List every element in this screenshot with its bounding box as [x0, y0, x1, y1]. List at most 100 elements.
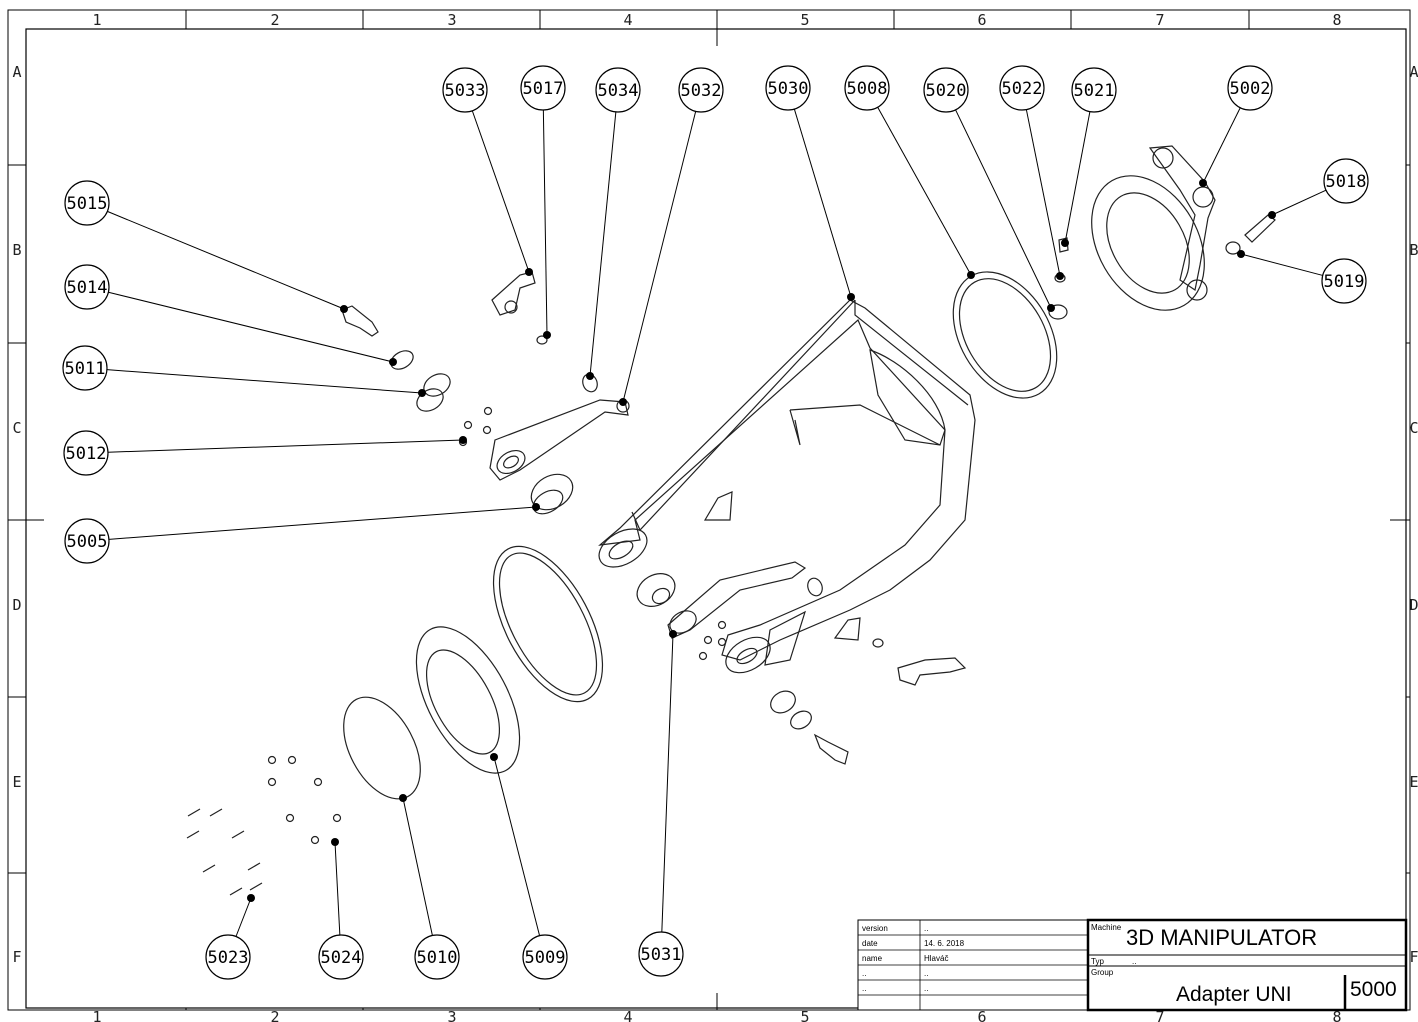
leader-dot-5034	[586, 372, 594, 380]
tb-row-value-4: ..	[924, 984, 928, 993]
leader-5002	[1202, 107, 1241, 184]
leader-dot-5032	[619, 398, 627, 406]
balloon-label-5015: 5015	[67, 194, 108, 214]
balloon-5008: 5008	[844, 65, 890, 111]
balloon-5033: 5033	[442, 67, 488, 113]
balloon-label-5014: 5014	[67, 278, 108, 298]
zone-col-top-8: 8	[1332, 11, 1341, 29]
balloon-label-5021: 5021	[1074, 81, 1115, 101]
zone-col-top-2: 2	[270, 11, 279, 29]
zone-col-top-1: 1	[92, 11, 101, 29]
leader-5009	[493, 756, 541, 936]
zone-row-right-A: A	[1409, 63, 1418, 81]
leader-dot-5030	[847, 293, 855, 301]
outer-frame	[7, 9, 1411, 1011]
leader-dot-5031	[669, 630, 677, 638]
balloon-5012: 5012	[63, 430, 109, 476]
leader-5030	[793, 108, 852, 298]
balloon-5031: 5031	[638, 931, 684, 977]
balloon-label-5005: 5005	[67, 532, 108, 552]
leader-dot-5010	[399, 794, 407, 802]
tb-row-key-3: ..	[862, 969, 866, 978]
balloon-label-5010: 5010	[417, 948, 458, 968]
leader-dot-5022	[1056, 272, 1064, 280]
zone-grid	[8, 10, 1410, 1010]
balloon-label-5009: 5009	[525, 948, 566, 968]
balloon-label-5024: 5024	[321, 948, 362, 968]
balloon-5020: 5020	[923, 67, 969, 113]
inner-frame	[25, 28, 1407, 1009]
tb-row-value-2: Hlaváč	[924, 954, 948, 963]
balloon-label-5030: 5030	[768, 79, 809, 99]
leader-dot-5020	[1047, 304, 1055, 312]
leader-dot-5017	[543, 331, 551, 339]
zone-col-top-3: 3	[447, 11, 456, 29]
tb-row-value-0: ..	[924, 924, 928, 933]
balloon-5010: 5010	[414, 934, 460, 980]
leader-dot-5009	[490, 753, 498, 761]
zone-row-right-F: F	[1409, 948, 1418, 966]
zone-row-left-F: F	[12, 948, 21, 966]
leader-dot-5008	[967, 271, 975, 279]
balloon-label-5034: 5034	[598, 81, 639, 101]
zone-col-bottom-8: 8	[1332, 1008, 1341, 1022]
tb-row-key-2: name	[862, 954, 883, 963]
balloon-label-5020: 5020	[926, 81, 967, 101]
leader-5014	[108, 291, 394, 363]
balloon-label-5008: 5008	[847, 79, 888, 99]
balloon-label-5022: 5022	[1002, 79, 1043, 99]
zone-col-bottom-6: 6	[977, 1008, 986, 1022]
balloon-label-5012: 5012	[66, 444, 107, 464]
balloon-5002: 5002	[1227, 65, 1273, 111]
balloon-5034: 5034	[595, 67, 641, 113]
main-frame-part	[598, 299, 976, 674]
leader-dot-5002	[1199, 179, 1207, 187]
balloon-5017: 5017	[520, 65, 566, 111]
balloon-label-5002: 5002	[1230, 79, 1271, 99]
machine-label: Machine	[1091, 923, 1122, 932]
leader-dot-5015	[340, 305, 348, 313]
zone-col-bottom-7: 7	[1155, 1008, 1164, 1022]
leader-dot-5024	[331, 838, 339, 846]
leader-dot-5023	[247, 894, 255, 902]
leader-dot-5014	[389, 358, 397, 366]
zone-row-left-C: C	[12, 419, 21, 437]
balloon-label-5033: 5033	[445, 81, 486, 101]
part-geometry	[186, 145, 1276, 896]
balloon-label-5017: 5017	[523, 79, 564, 99]
leader-5020	[955, 109, 1052, 309]
tb-row-key-1: date	[862, 939, 878, 948]
drawing-number: 5000	[1350, 978, 1397, 1001]
zone-row-left-A: A	[12, 63, 21, 81]
leader-5017	[542, 109, 548, 336]
leader-dot-5012	[459, 436, 467, 444]
zone-row-right-B: B	[1409, 241, 1418, 259]
leader-dot-5033	[525, 268, 533, 276]
typ-label: Typ	[1091, 957, 1104, 966]
tb-row-value-1: 14. 6. 2018	[924, 939, 965, 948]
leader-5005	[108, 506, 537, 540]
leader-dot-5018	[1268, 211, 1276, 219]
balloon-label-5031: 5031	[641, 945, 682, 965]
zone-col-bottom-2: 2	[270, 1008, 279, 1022]
zone-row-left-B: B	[12, 241, 21, 259]
leader-5033	[471, 110, 530, 273]
balloon-label-5019: 5019	[1324, 272, 1365, 292]
leader-5010	[402, 797, 433, 936]
leader-5011	[106, 369, 423, 394]
balloon-5022: 5022	[999, 65, 1045, 111]
zone-row-right-D: D	[1409, 596, 1418, 614]
zone-col-bottom-5: 5	[800, 1008, 809, 1022]
balloon-5014: 5014	[64, 264, 110, 310]
machine-name: 3D MANIPULATOR	[1126, 925, 1317, 950]
balloon-5019: 5019	[1321, 258, 1367, 304]
group-label: Group	[1091, 968, 1114, 977]
zone-col-top-4: 4	[623, 11, 632, 29]
leader-5008	[877, 106, 972, 276]
zone-col-top-5: 5	[800, 11, 809, 29]
leader-5021	[1064, 111, 1091, 244]
zone-row-left-E: E	[12, 773, 21, 791]
balloon-5009: 5009	[522, 934, 568, 980]
balloon-5021: 5021	[1071, 67, 1117, 113]
